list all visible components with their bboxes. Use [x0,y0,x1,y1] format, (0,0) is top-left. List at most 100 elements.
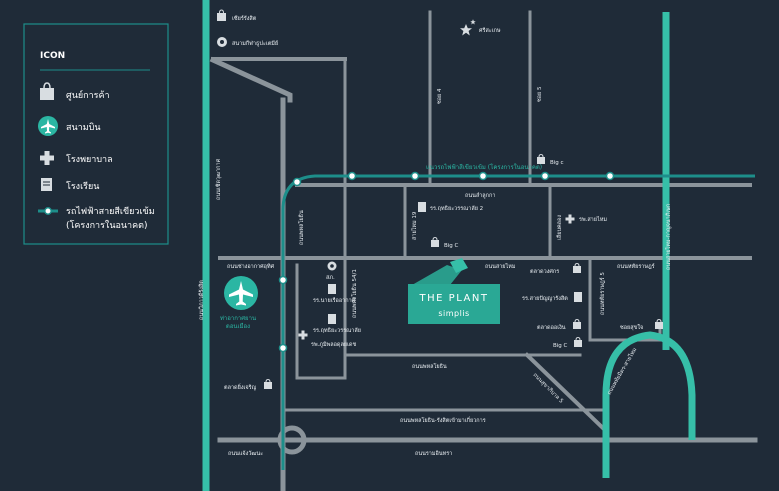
project-pin [450,258,468,273]
shopping-bag-icon [431,236,439,247]
shopping-bag-icon [655,318,663,329]
poi-name: ศรีสะเกษ [479,27,501,34]
school-book-icon [328,314,336,324]
legend: ICON ศูนย์การค้า สนามบิน โรงพยาบาล โรงเร… [23,23,169,245]
highway-network [202,0,696,491]
school-book-icon [41,178,52,191]
poi[interactable]: ตลาดออเงิน [537,318,581,332]
shopping-bag-icon [217,9,226,21]
poi[interactable]: ศรีสะเกษ [460,19,501,36]
poi[interactable]: ซอยสุขใจ [620,318,663,332]
shopping-bag-icon [40,82,54,100]
poi[interactable]: สภ. [326,261,337,282]
project-pointer [412,265,462,285]
poi-layer: เซียร์รังสิต สนามกีฬาธูปะเตมีย์ ศรีสะเกษ… [217,9,663,392]
airport-label-line1: ท่าอากาศยาน [220,315,256,322]
rail-station [605,171,615,181]
hospital-cross-icon [40,151,54,165]
poi-name: รพ.สายไหม [579,216,607,223]
label-phahon-left: ถนนเชิดวุฒากาศ [215,158,222,200]
rail-station [410,171,420,181]
label-vibhavadi: ถนนวิภาวดีรังสิต [198,280,205,320]
poi-name: รร.สายปัญญารังสิต [522,295,568,302]
rail-line-path [281,174,755,470]
roundabout [277,425,307,455]
label-saimai-side: เลียบคลอง [556,215,563,240]
label-ramintra: ถนนรามอินทรา [415,450,452,457]
label-hathai-5: ถนนหทัยราษฎร์ 5 [599,272,606,315]
project-name: THE PLANT [419,293,489,304]
poi-name: เซียร์รังสิต [232,15,257,22]
airport-marker[interactable]: ท่าอากาศยาน ดอนเมือง [220,276,258,330]
legend-label-hospital: โรงพยาบาล [66,154,113,165]
poi-name: สภ. [326,274,335,281]
label-chang-akat: ถนนพหลโยธิน [297,210,305,245]
legend-label-rail-sub: (โครงการในอนาคต) [66,220,147,231]
label-chaeng-watthana: ถนนแจ้งวัฒนะ [228,450,263,457]
poi-name: ตลาดวงศกร [530,268,559,275]
airplane-icon [38,116,58,136]
label-middle: ถนนพหลโยธิน [412,362,447,370]
poi[interactable]: รร.ฤทธิยะวรรณาลัย 2 [418,202,483,212]
highway-ring-curve [602,331,696,478]
airport-label-line2: ดอนเมือง [226,322,250,330]
rail-station [278,343,288,353]
road-diagonal [524,352,608,433]
poi[interactable]: รร.สายปัญญารังสิต [522,292,582,302]
rail-line [278,171,755,470]
poi[interactable]: รพ.ภูมิพลอดุลยเดช [298,330,357,349]
rail-station [540,171,550,181]
school-book-icon [418,202,426,212]
shopping-bag-icon [537,153,545,164]
football-icon [217,37,227,47]
legend-frame [23,23,169,245]
police-icon [327,261,337,271]
legend-label-airport: สนามบิน [66,122,101,133]
label-right-vertical: ถนนสายไหม-กาญจนาภิเษก [665,204,672,270]
poi[interactable]: สนามกีฬาธูปะเตมีย์ [217,37,278,47]
airplane-icon [224,276,258,310]
hospital-cross-icon [565,214,575,224]
label-soi-4: ซอย 4 [436,88,443,104]
poi[interactable]: Big C [431,236,459,250]
rail-station [478,171,488,181]
poi-name: Big C [444,243,459,249]
rail-stations [278,171,615,353]
road-network [209,10,758,491]
poi-name: ซอยสุขใจ [620,324,643,331]
poi-name: ตลาดยิ่งเจริญ [224,383,257,391]
project-label-box[interactable] [408,284,500,324]
poi-name: รร.ฤทธิยะวรรณาลัย [313,327,361,334]
project-marker[interactable]: THE PLANT simplis [408,258,500,324]
poi[interactable]: รร.นายเรืออากาศ [313,284,356,304]
label-soi-5: ซอย 5 [536,86,543,102]
poi[interactable]: รร.ฤทธิยะวรรณาลัย [313,314,361,334]
poi[interactable]: เซียร์รังสิต [217,9,257,22]
hospital-cross-icon [298,330,308,340]
poi-name: สนามกีฬาธูปะเตมีย์ [232,40,278,47]
school-book-icon [574,292,582,302]
road-phahon-top-bend [209,56,293,103]
poi[interactable]: Big C [553,336,582,350]
shopping-bag-icon [573,318,581,329]
rail-station [347,171,357,181]
project-brand: simplis [438,309,469,318]
label-lamlukka: ถนนลำลูกกา [465,192,495,199]
rail-future-label: แนวรถไฟฟ้าสีเขียวเข้ม (โครงการในอนาคต) [426,163,542,171]
legend-label-school: โรงเรียน [66,181,99,192]
label-saimai: ถนนสายไหม [485,263,516,270]
poi[interactable]: ตลาดวงศกร [530,262,581,276]
shopping-bag-icon [574,336,582,347]
poi-name: รพ.ภูมิพลอดุลยเดช [311,341,356,348]
rail-station [278,275,288,285]
poi[interactable]: รพ.สายไหม [565,214,608,224]
label-hathai: ถนนหทัยราษฎร์ [617,263,655,270]
label-left-saimai: ถนนช่างอากาศอุทิศ [227,263,275,270]
poi[interactable]: ตลาดยิ่งเจริญ [224,378,272,392]
legend-label-shopping: ศูนย์การค้า [66,89,110,101]
road-labels: ถนนวิภาวดีรังสิต ถนนเชิดวุฒากาศ ถนนพหลโย… [198,86,672,457]
poi[interactable]: Big c [537,153,564,167]
star-icon [460,19,476,36]
